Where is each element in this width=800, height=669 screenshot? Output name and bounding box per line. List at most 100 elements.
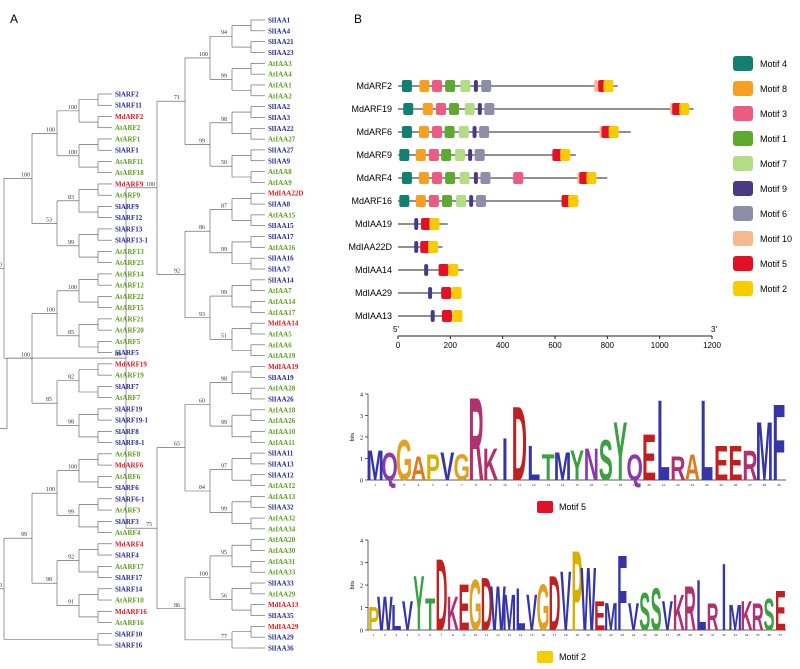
motif-box xyxy=(473,172,478,184)
motif2-position-label: 29 xyxy=(688,633,692,637)
motif-box xyxy=(420,241,431,253)
right-tree-leaf-label: SlIAA33 xyxy=(268,580,294,588)
motif-box xyxy=(401,126,412,138)
gene-label: MdARF16 xyxy=(351,196,392,206)
motif5-logo-letter: M xyxy=(554,444,572,489)
right-tree-leaf-label: MdIAA22D xyxy=(268,190,303,198)
motif5-position-label: 2 xyxy=(389,483,391,487)
motif-box xyxy=(415,195,426,207)
motif2-logo-letter: V xyxy=(560,554,571,648)
x-axis-tick-label: 800 xyxy=(601,341,615,350)
motif-box xyxy=(428,241,439,253)
motif2-position-label: 21 xyxy=(598,633,602,637)
motif2-logo-letter: E xyxy=(775,578,786,642)
motif2-position-label: 22 xyxy=(609,633,613,637)
left-tree-bootstrap-value: 53 xyxy=(46,217,52,223)
motif2-logo-letter: R xyxy=(684,573,696,644)
left-tree-leaf-label: AtARF1 xyxy=(115,135,141,143)
motif5-position-label: 10 xyxy=(503,483,507,487)
motif2-position-label: 35 xyxy=(756,633,760,637)
motif2-logo-letter: E xyxy=(459,571,470,645)
left-tree-leaf-label: SlARF19-1 xyxy=(115,417,149,425)
left-tree-bootstrap-value: 82 xyxy=(68,375,74,381)
motif2-logo-letter: T xyxy=(425,590,435,640)
motif5-logo-letter: S xyxy=(599,430,613,494)
motif2-position-label: 27 xyxy=(666,633,670,637)
motif2-logo-letter: G xyxy=(469,567,482,647)
motif-box xyxy=(399,149,410,161)
left-tree-bootstrap-value: 99 xyxy=(21,532,27,538)
motif5-logo-letter: D xyxy=(512,386,527,504)
motif5-position-label: 28 xyxy=(763,483,767,487)
three-prime-label: 3' xyxy=(711,325,717,334)
left-tree-leaf-label: SlARF19 xyxy=(115,405,143,413)
right-tree-bootstrap-value: 65 xyxy=(174,442,180,448)
motif2-logo-letter: R xyxy=(752,596,764,639)
right-tree-leaf-label: SlIAA2 xyxy=(268,103,291,111)
motif5-position-label: 6 xyxy=(446,483,448,487)
motif-box xyxy=(401,80,412,92)
left-tree-bootstrap-value: 100 xyxy=(46,307,55,313)
left-tree-leaf-label: SlARF2 xyxy=(115,91,139,99)
motif2-position-label: 4 xyxy=(407,633,409,637)
motif5-logo-letter: M xyxy=(366,442,384,490)
left-tree-leaf-label: SlARF11 xyxy=(115,102,142,110)
motif5-position-label: 19 xyxy=(633,483,637,487)
motif2-logo-letter: M xyxy=(728,598,742,638)
right-tree-bootstrap-value: 99 xyxy=(221,247,227,253)
motif5-position-label: 29 xyxy=(777,483,781,487)
left-tree-leaf-label: SlARF10 xyxy=(115,630,143,638)
motif5-position-label: 4 xyxy=(418,483,420,487)
motif2-position-label: 5 xyxy=(418,633,420,637)
right-tree-leaf-label: AtIAA4 xyxy=(268,71,292,79)
legend-label: Motif 4 xyxy=(760,59,787,69)
motif-box xyxy=(608,126,619,138)
right-tree-leaf-label: AtIAA28 xyxy=(268,385,296,393)
left-tree-leaf-label: MdARF19 xyxy=(115,360,147,368)
motif2-logo-letter: D xyxy=(481,562,493,646)
motif2-logo-letter: K xyxy=(740,592,752,639)
left-tree-leaf-label: MdARF9 xyxy=(115,180,144,188)
motif5-logo-letter: R xyxy=(742,442,757,490)
motif-box xyxy=(438,264,449,276)
motif-box xyxy=(594,80,599,92)
motif5-position-label: 20 xyxy=(647,483,651,487)
motif2-logo-letter: Y xyxy=(413,559,424,646)
motif2-position-label: 12 xyxy=(496,633,500,637)
motif5-position-label: 12 xyxy=(532,483,536,487)
motif2-y-tick-label: 4 xyxy=(360,539,363,545)
phylogenetic-tree: SlARF2SlARF11MdARF2AtARF2AtARF1SlARF1AtA… xyxy=(0,17,303,653)
right-tree-leaf-label: AtIAA31 xyxy=(268,558,296,566)
five-prime-label: 5' xyxy=(393,325,399,334)
legend-swatch xyxy=(733,181,753,196)
motif2-logo-letter: V xyxy=(402,592,413,639)
motif5-position-label: 24 xyxy=(705,483,709,487)
motif5-position-label: 14 xyxy=(561,483,565,487)
motif5-logo-letter: Y xyxy=(613,405,627,498)
right-tree-bootstrap-value: 84 xyxy=(199,485,205,491)
motif2-logo-letter: R xyxy=(707,596,719,639)
motif2-position-label: 25 xyxy=(643,633,647,637)
motif2-position-label: 26 xyxy=(654,633,658,637)
motif2-position-label: 18 xyxy=(564,633,568,637)
right-tree-bootstrap-value: 89 xyxy=(115,352,121,358)
right-tree-leaf-label: SlIAA1 xyxy=(268,17,291,25)
motif5-logo-letter: Y xyxy=(570,442,584,490)
right-tree-leaf-label: SlIAA35 xyxy=(268,612,294,620)
left-tree-leaf-label: SlARF1 xyxy=(115,147,139,155)
motif2-logo-letter: V xyxy=(628,596,639,639)
motif-box xyxy=(429,218,440,230)
right-tree-leaf-label: AtIAA13 xyxy=(268,493,296,501)
motif-box xyxy=(473,80,478,92)
legend-label: Motif 6 xyxy=(760,209,787,219)
right-tree-leaf-label: AtIAA2 xyxy=(268,92,292,100)
right-tree-leaf-label: AtIAA9 xyxy=(268,179,292,187)
panel-label-a: A xyxy=(10,12,19,26)
legend-swatch xyxy=(733,281,753,296)
right-tree-bootstrap-value: 50 xyxy=(221,160,227,166)
motif5-logo-letter: P xyxy=(426,448,440,489)
right-tree-leaf-label: AtIAA33 xyxy=(268,569,296,577)
right-tree-bootstrap-value: 51 xyxy=(221,333,227,339)
legend-label: Motif 9 xyxy=(760,184,787,194)
motif-box xyxy=(452,310,463,322)
